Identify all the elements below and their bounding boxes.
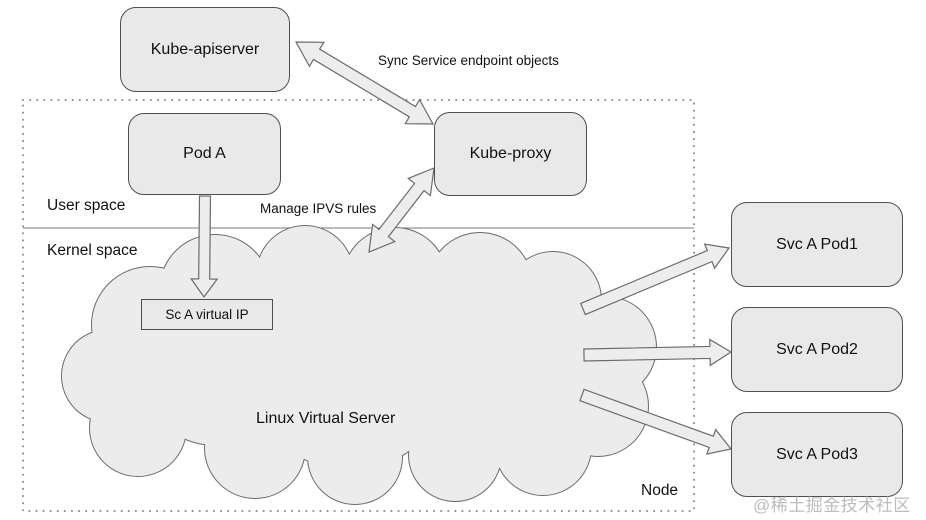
sc-a-virtual-ip-box: Sc A virtual IP (141, 299, 273, 330)
svc-a-pod1-label: Svc A Pod1 (776, 235, 858, 253)
node-label: Node (641, 482, 679, 499)
svc-a-pod2-box: Svc A Pod2 (731, 307, 903, 392)
cloud-bump-fill-pass (395, 285, 565, 455)
kube-apiserver-label: Kube-apiserver (150, 40, 260, 58)
manage-ipvs-label: Manage IPVS rules (260, 201, 377, 216)
arrow-apiserver-proxy (294, 41, 435, 125)
arrow-cloud-pod2 (583, 338, 733, 367)
arrow-proxy-cloud (368, 167, 435, 253)
pod-a-box: Pod A (128, 113, 281, 195)
arrow-cloud-pod3 (579, 388, 733, 455)
linux-virtual-server-label: Linux Virtual Server (256, 410, 396, 427)
kube-apiserver-box: Kube-apiserver (120, 7, 290, 92)
cloud-bump-fill-pass (140, 295, 290, 445)
svc-a-pod2-label: Svc A Pod2 (776, 340, 858, 358)
arrow-poda-vip (190, 195, 219, 299)
kube-proxy-label: Kube-proxy (469, 145, 552, 162)
sc-a-virtual-ip-label: Sc A virtual IP (165, 307, 249, 322)
svc-a-pod3-box: Svc A Pod3 (731, 412, 903, 497)
kernel-space-label: Kernel space (47, 242, 138, 259)
watermark: @稀土掘金技术社区 (753, 496, 911, 515)
arrows (190, 41, 733, 455)
cloud-bump-fill-pass (250, 270, 450, 470)
svc-a-pod3-label: Svc A Pod3 (776, 445, 858, 463)
sync-service-label: Sync Service endpoint objects (378, 53, 559, 68)
kube-proxy-box: Kube-proxy (434, 112, 587, 196)
pod-a-label: Pod A (183, 145, 226, 162)
lvs-cloud (61, 225, 657, 505)
user-space-label: User space (47, 197, 126, 214)
svc-a-pod1-box: Svc A Pod1 (731, 202, 903, 287)
arrow-cloud-pod1 (579, 243, 731, 316)
